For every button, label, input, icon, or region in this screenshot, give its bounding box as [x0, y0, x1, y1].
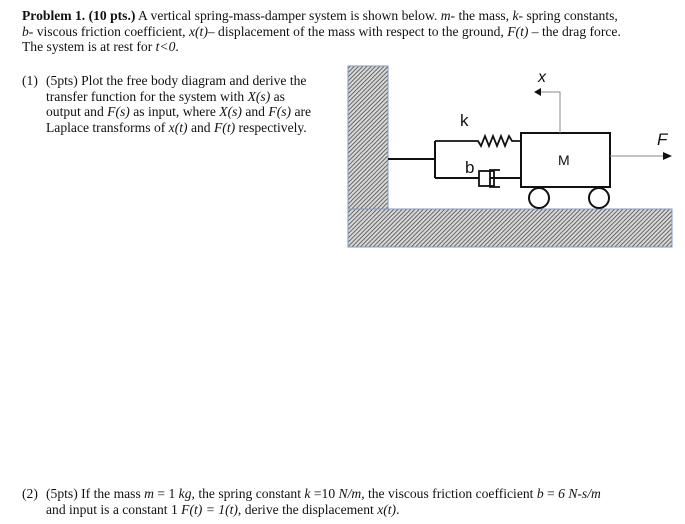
ground: [347, 208, 673, 248]
label-x: x: [537, 69, 547, 86]
problem-statement: Problem 1. (10 pts.) A vertical spring-m…: [22, 8, 621, 55]
x-arrow: [540, 91, 561, 133]
wheel: [588, 187, 610, 209]
problem-title: Problem 1. (10 pts.): [22, 8, 136, 23]
question-number: (2): [22, 486, 38, 501]
spring-mass-damper-diagram: x k b M F: [347, 65, 673, 248]
label-f: F: [657, 130, 669, 149]
question-number: (1): [22, 73, 38, 88]
mass-block: [520, 132, 611, 188]
label-b: b: [465, 158, 474, 177]
label-m: M: [558, 152, 570, 168]
question-1: (1)(5pts) Plot the free body diagram and…: [22, 73, 312, 135]
label-k: k: [460, 111, 469, 130]
wall: [347, 65, 389, 210]
wheel: [528, 187, 550, 209]
question-2: (2)(5pts) If the mass m = 1 kg, the spri…: [22, 486, 601, 517]
spring: [435, 133, 521, 149]
